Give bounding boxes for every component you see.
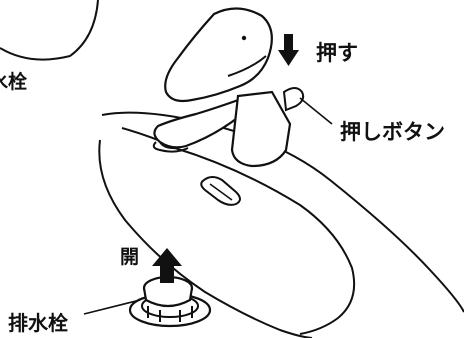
label-drain-plug-cropped: 水栓 <box>0 71 28 93</box>
push-button-leader <box>299 97 333 125</box>
basin-bowl-edge <box>98 139 313 338</box>
previous-basin-outline <box>0 0 99 61</box>
faucet-column <box>230 90 292 168</box>
label-push-button: 押しボタン <box>340 120 445 144</box>
faucet-base <box>152 141 189 153</box>
label-drain-plug: 排水栓 <box>8 311 68 335</box>
drain-plug <box>128 275 212 328</box>
basin-rim-outer <box>101 111 464 313</box>
basin-inner-rim <box>174 147 356 335</box>
arrow-up-icon <box>152 248 182 283</box>
faucet <box>152 7 305 168</box>
label-open: 開 <box>120 246 140 268</box>
faucet-handle <box>164 7 273 103</box>
push-button-part <box>282 87 305 112</box>
drain-plug-leader <box>83 299 141 315</box>
overflow-slot <box>200 176 241 206</box>
arrow-down-icon <box>278 34 299 66</box>
faucet-spout <box>153 96 246 149</box>
label-push: 押す <box>316 41 358 65</box>
